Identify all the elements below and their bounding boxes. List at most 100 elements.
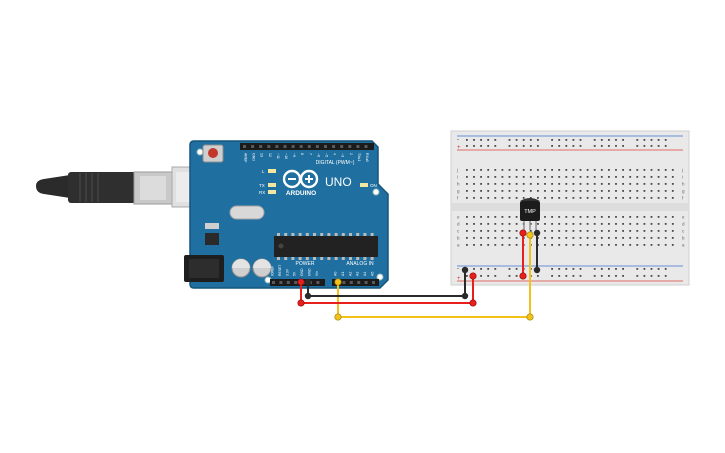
- breadboard-hole[interactable]: [572, 230, 575, 232]
- rail-hole[interactable]: [515, 145, 518, 147]
- breadboard-hole[interactable]: [508, 216, 511, 218]
- rail-hole[interactable]: [473, 145, 475, 147]
- breadboard-hole[interactable]: [551, 223, 553, 225]
- rail-hole[interactable]: [558, 145, 561, 147]
- breadboard-hole[interactable]: [494, 230, 497, 232]
- breadboard-hole[interactable]: [537, 197, 539, 199]
- breadboard-hole[interactable]: [494, 237, 497, 239]
- breadboard-hole[interactable]: [650, 230, 653, 232]
- breadboard-hole[interactable]: [622, 244, 624, 246]
- breadboard-hole[interactable]: [615, 230, 617, 232]
- breadboard-hole[interactable]: [664, 169, 667, 171]
- rail-hole[interactable]: [565, 139, 568, 141]
- breadboard-hole[interactable]: [671, 190, 674, 192]
- breadboard-hole[interactable]: [600, 216, 603, 218]
- rail-hole[interactable]: [622, 268, 624, 270]
- breadboard-hole[interactable]: [586, 244, 589, 246]
- breadboard-hole[interactable]: [629, 230, 632, 232]
- breadboard-hole[interactable]: [600, 244, 603, 246]
- breadboard-hole[interactable]: [579, 237, 582, 239]
- breadboard-hole[interactable]: [664, 197, 667, 199]
- breadboard-hole[interactable]: [515, 169, 518, 171]
- breadboard-hole[interactable]: [501, 223, 504, 225]
- breadboard-hole[interactable]: [579, 169, 582, 171]
- rail-hole[interactable]: [600, 145, 603, 147]
- breadboard-hole[interactable]: [537, 176, 539, 178]
- rail-hole[interactable]: [494, 275, 497, 277]
- breadboard-hole[interactable]: [558, 190, 561, 192]
- breadboard-hole[interactable]: [480, 216, 482, 218]
- breadboard-hole[interactable]: [529, 230, 532, 232]
- breadboard-hole[interactable]: [636, 197, 639, 199]
- breadboard-hole[interactable]: [636, 244, 639, 246]
- breadboard-hole[interactable]: [544, 169, 546, 171]
- wire-black-gnd[interactable]: [307, 270, 466, 297]
- rail-hole[interactable]: [487, 275, 490, 277]
- rail-hole[interactable]: [522, 145, 525, 147]
- breadboard-hole[interactable]: [622, 237, 624, 239]
- dc-power-jack[interactable]: [184, 255, 224, 282]
- breadboard-hole[interactable]: [544, 244, 546, 246]
- rail-hole[interactable]: [579, 139, 582, 141]
- breadboard-hole[interactable]: [480, 176, 482, 178]
- breadboard-hole[interactable]: [551, 190, 553, 192]
- breadboard-hole[interactable]: [544, 223, 546, 225]
- breadboard-hole[interactable]: [636, 176, 639, 178]
- rail-hole[interactable]: [657, 268, 660, 270]
- rail-hole[interactable]: [473, 139, 475, 141]
- breadboard-hole[interactable]: [565, 190, 568, 192]
- breadboard-hole[interactable]: [671, 237, 674, 239]
- breadboard-hole[interactable]: [515, 237, 518, 239]
- rail-hole[interactable]: [608, 139, 610, 141]
- rail-hole[interactable]: [522, 139, 525, 141]
- breadboard-hole[interactable]: [501, 230, 504, 232]
- rail-hole[interactable]: [657, 275, 660, 277]
- breadboard-hole[interactable]: [671, 230, 674, 232]
- breadboard-hole[interactable]: [544, 216, 546, 218]
- breadboard-hole[interactable]: [629, 183, 632, 185]
- breadboard-hole[interactable]: [551, 197, 553, 199]
- rail-hole[interactable]: [515, 275, 518, 277]
- rail-hole[interactable]: [551, 145, 553, 147]
- breadboard-hole[interactable]: [508, 230, 511, 232]
- breadboard-hole[interactable]: [466, 190, 468, 192]
- digital-pin[interactable]: [243, 145, 246, 148]
- breadboard-hole[interactable]: [664, 237, 667, 239]
- breadboard-hole[interactable]: [537, 183, 539, 185]
- breadboard-hole[interactable]: [650, 176, 653, 178]
- breadboard-hole[interactable]: [657, 230, 660, 232]
- rail-hole[interactable]: [572, 139, 575, 141]
- breadboard-hole[interactable]: [622, 230, 624, 232]
- breadboard-hole[interactable]: [622, 216, 624, 218]
- breadboard-hole[interactable]: [657, 169, 660, 171]
- breadboard-hole[interactable]: [466, 237, 468, 239]
- breadboard-hole[interactable]: [529, 190, 532, 192]
- rail-hole[interactable]: [657, 139, 660, 141]
- breadboard-hole[interactable]: [671, 244, 674, 246]
- breadboard-hole[interactable]: [671, 169, 674, 171]
- rail-hole[interactable]: [529, 139, 532, 141]
- breadboard-hole[interactable]: [565, 223, 568, 225]
- breadboard-hole[interactable]: [473, 176, 475, 178]
- breadboard-hole[interactable]: [544, 230, 546, 232]
- breadboard-hole[interactable]: [537, 190, 539, 192]
- breadboard-hole[interactable]: [579, 230, 582, 232]
- breadboard-hole[interactable]: [501, 169, 504, 171]
- breadboard-hole[interactable]: [529, 169, 532, 171]
- breadboard-hole[interactable]: [565, 197, 568, 199]
- breadboard-hole[interactable]: [586, 176, 589, 178]
- breadboard-hole[interactable]: [586, 230, 589, 232]
- breadboard-hole[interactable]: [508, 169, 511, 171]
- breadboard-hole[interactable]: [565, 176, 568, 178]
- breadboard-hole[interactable]: [636, 223, 639, 225]
- breadboard-hole[interactable]: [600, 190, 603, 192]
- breadboard-hole[interactable]: [515, 244, 518, 246]
- breadboard-hole[interactable]: [501, 237, 504, 239]
- breadboard-hole[interactable]: [643, 230, 646, 232]
- breadboard-hole[interactable]: [671, 197, 674, 199]
- rail-hole[interactable]: [643, 268, 646, 270]
- rail-hole[interactable]: [508, 275, 511, 277]
- breadboard-hole[interactable]: [586, 223, 589, 225]
- rail-hole[interactable]: [529, 145, 532, 147]
- breadboard-hole[interactable]: [572, 244, 575, 246]
